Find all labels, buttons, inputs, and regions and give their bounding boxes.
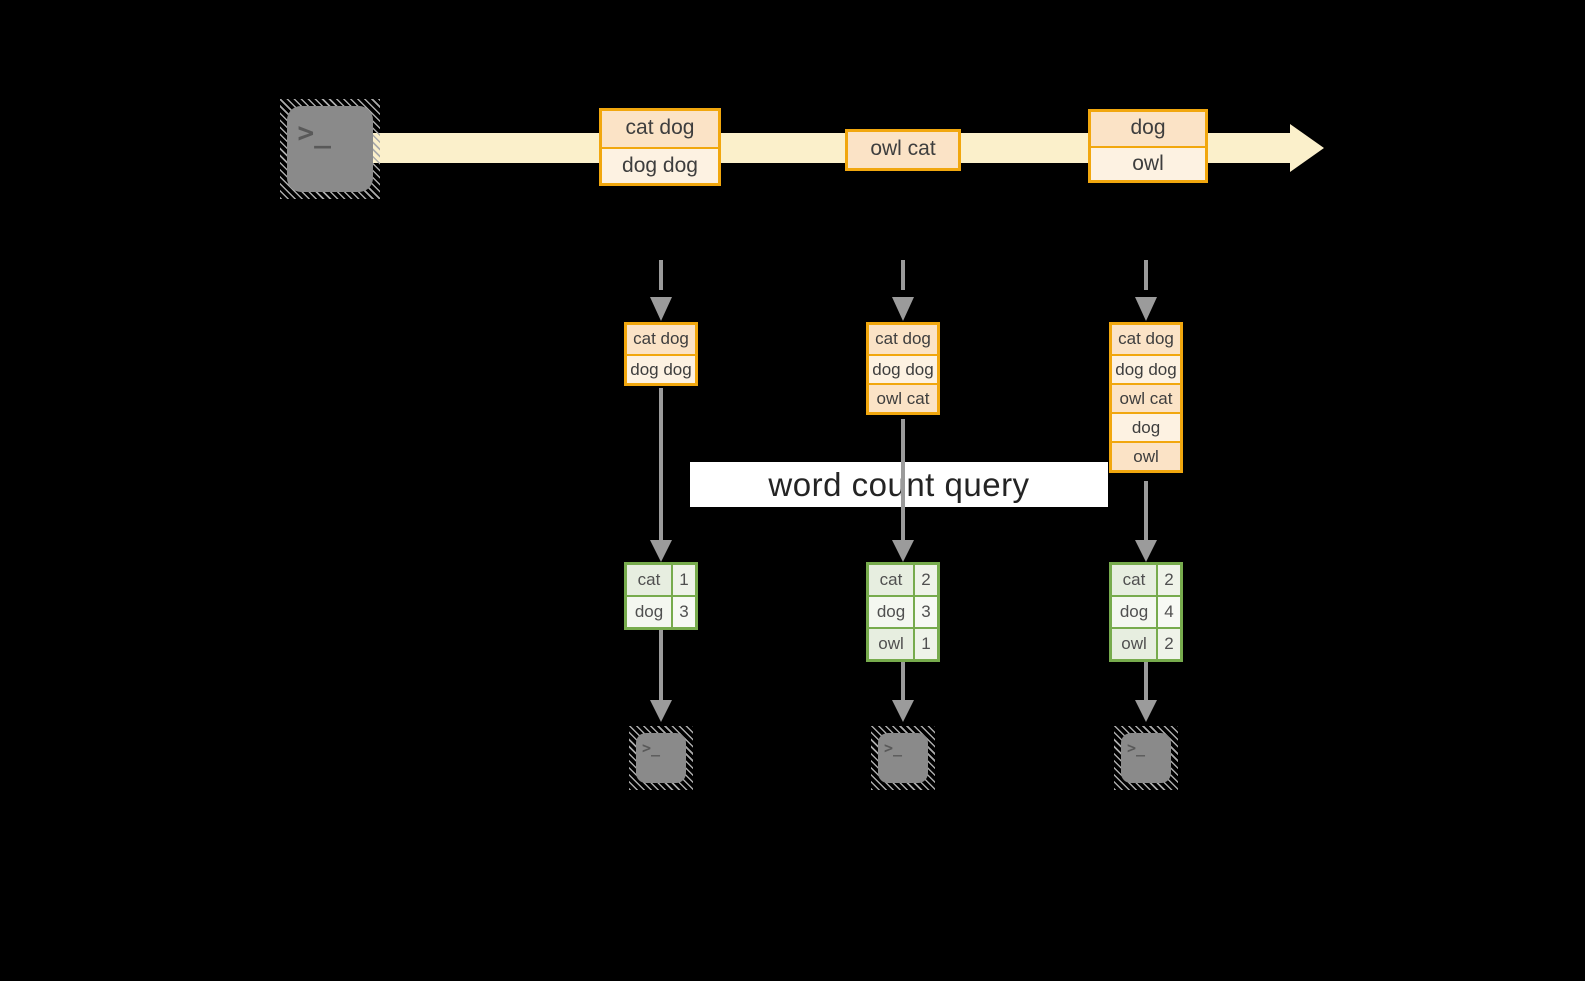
count-row: dog 3 (869, 595, 937, 627)
count-value-cell: 2 (1156, 629, 1180, 659)
batch-item: owl cat (869, 383, 937, 412)
stream-event-box: owl cat (848, 132, 958, 168)
batch-item: dog dog (1112, 354, 1180, 383)
count-table-3: cat 2 dog 4 owl 2 (1109, 562, 1183, 662)
terminal-prompt-glyph: >_ (1127, 739, 1146, 757)
batch-item: cat dog (627, 325, 695, 354)
terminal-icon: >_ (1114, 726, 1178, 790)
down-arrowhead-icon (1135, 700, 1157, 722)
batch-stack-1: cat dog dog dog (624, 322, 698, 386)
stream-event-box: dog (1091, 112, 1205, 146)
count-table-2: cat 2 dog 3 owl 1 (866, 562, 940, 662)
count-value-cell: 1 (671, 565, 695, 595)
dashed-arrow-line (901, 260, 905, 290)
flow-line (659, 388, 663, 540)
terminal-prompt-glyph: >_ (297, 116, 332, 150)
flow-line (1144, 481, 1148, 540)
stream-event-box: dog dog (602, 147, 718, 183)
terminal-icon-body: >_ (287, 106, 373, 192)
count-table-1: cat 1 dog 3 (624, 562, 698, 630)
terminal-icon: >_ (629, 726, 693, 790)
batch-stack-2: cat dog dog dog owl cat (866, 322, 940, 415)
count-row: cat 2 (869, 565, 937, 595)
count-word-cell: cat (869, 565, 913, 595)
count-value-cell: 2 (913, 565, 937, 595)
down-arrowhead-icon (892, 297, 914, 321)
down-arrowhead-icon (650, 540, 672, 562)
batch-item: dog (1112, 412, 1180, 441)
flow-line (659, 630, 663, 700)
down-arrowhead-icon (650, 297, 672, 321)
terminal-prompt-glyph: >_ (642, 739, 661, 757)
terminal-icon-body: >_ (1121, 733, 1171, 783)
count-word-cell: dog (869, 597, 913, 627)
terminal-icon: >_ (871, 726, 935, 790)
count-word-cell: dog (1112, 597, 1156, 627)
count-row: dog 3 (627, 595, 695, 627)
batch-stack-3: cat dog dog dog owl cat dog owl (1109, 322, 1183, 473)
count-value-cell: 3 (671, 597, 695, 627)
stream-event-box: owl (1091, 146, 1205, 180)
count-value-cell: 1 (913, 629, 937, 659)
batch-item: dog dog (869, 354, 937, 383)
count-row: cat 2 (1112, 565, 1180, 595)
down-arrowhead-icon (650, 700, 672, 722)
stream-arrowhead-icon (1290, 124, 1324, 172)
count-value-cell: 3 (913, 597, 937, 627)
stream-event-box: cat dog (602, 111, 718, 147)
flow-line (901, 662, 905, 700)
count-row: owl 1 (869, 627, 937, 659)
query-label: word count query (690, 462, 1108, 507)
count-word-cell: cat (1112, 565, 1156, 595)
down-arrowhead-icon (892, 700, 914, 722)
flow-line (1144, 662, 1148, 700)
batch-item: cat dog (869, 325, 937, 354)
stream-event-group-3: dog owl (1088, 109, 1208, 183)
count-row: cat 1 (627, 565, 695, 595)
down-arrowhead-icon (1135, 540, 1157, 562)
batch-item: owl cat (1112, 383, 1180, 412)
count-row: owl 2 (1112, 627, 1180, 659)
batch-item: owl (1112, 441, 1180, 470)
stream-event-group-1: cat dog dog dog (599, 108, 721, 186)
terminal-icon: >_ (280, 99, 380, 199)
flow-line (901, 419, 905, 540)
count-word-cell: owl (1112, 629, 1156, 659)
count-word-cell: owl (869, 629, 913, 659)
count-word-cell: cat (627, 565, 671, 595)
terminal-prompt-glyph: >_ (884, 739, 903, 757)
count-value-cell: 2 (1156, 565, 1180, 595)
count-value-cell: 4 (1156, 597, 1180, 627)
batch-item: cat dog (1112, 325, 1180, 354)
batch-item: dog dog (627, 354, 695, 383)
dashed-arrow-line (1144, 260, 1148, 290)
down-arrowhead-icon (892, 540, 914, 562)
dashed-arrow-line (659, 260, 663, 290)
down-arrowhead-icon (1135, 297, 1157, 321)
terminal-icon-body: >_ (878, 733, 928, 783)
count-word-cell: dog (627, 597, 671, 627)
count-row: dog 4 (1112, 595, 1180, 627)
stream-event-group-2: owl cat (845, 129, 961, 171)
terminal-icon-body: >_ (636, 733, 686, 783)
